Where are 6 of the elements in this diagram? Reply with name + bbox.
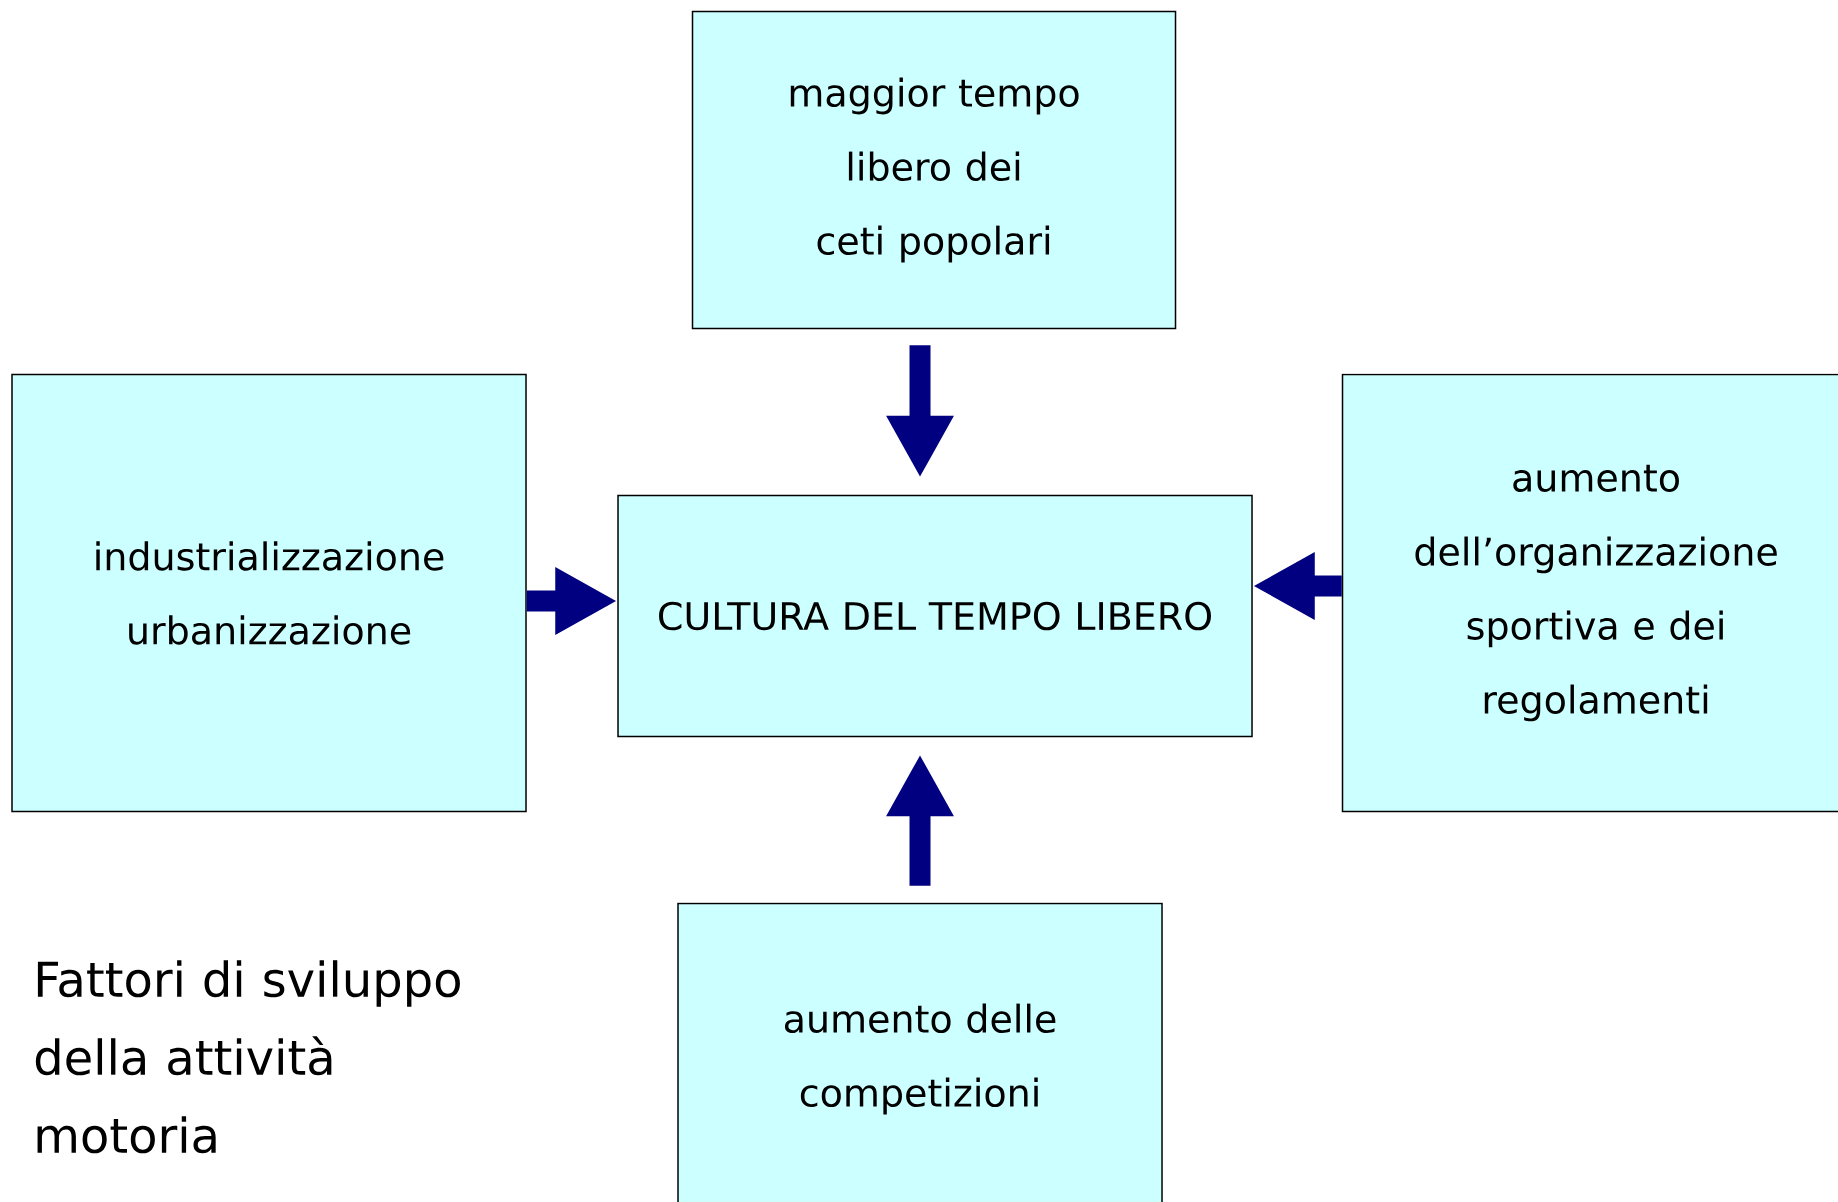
text-box: industrializzazione urbanizzazione: [11, 373, 527, 813]
text-box: CULTURA DEL TEMPO LIBERO: [617, 494, 1253, 738]
text-box: maggior tempo libero dei ceti popolari: [691, 10, 1177, 330]
text-box: aumento delle competizioni: [677, 902, 1163, 1202]
text-box: aumento dell’organizzazione sportiva e dei regolamenti: [1341, 373, 1838, 813]
title: Fattori di sviluppo della attività motoria: [35, 960, 460, 1154]
